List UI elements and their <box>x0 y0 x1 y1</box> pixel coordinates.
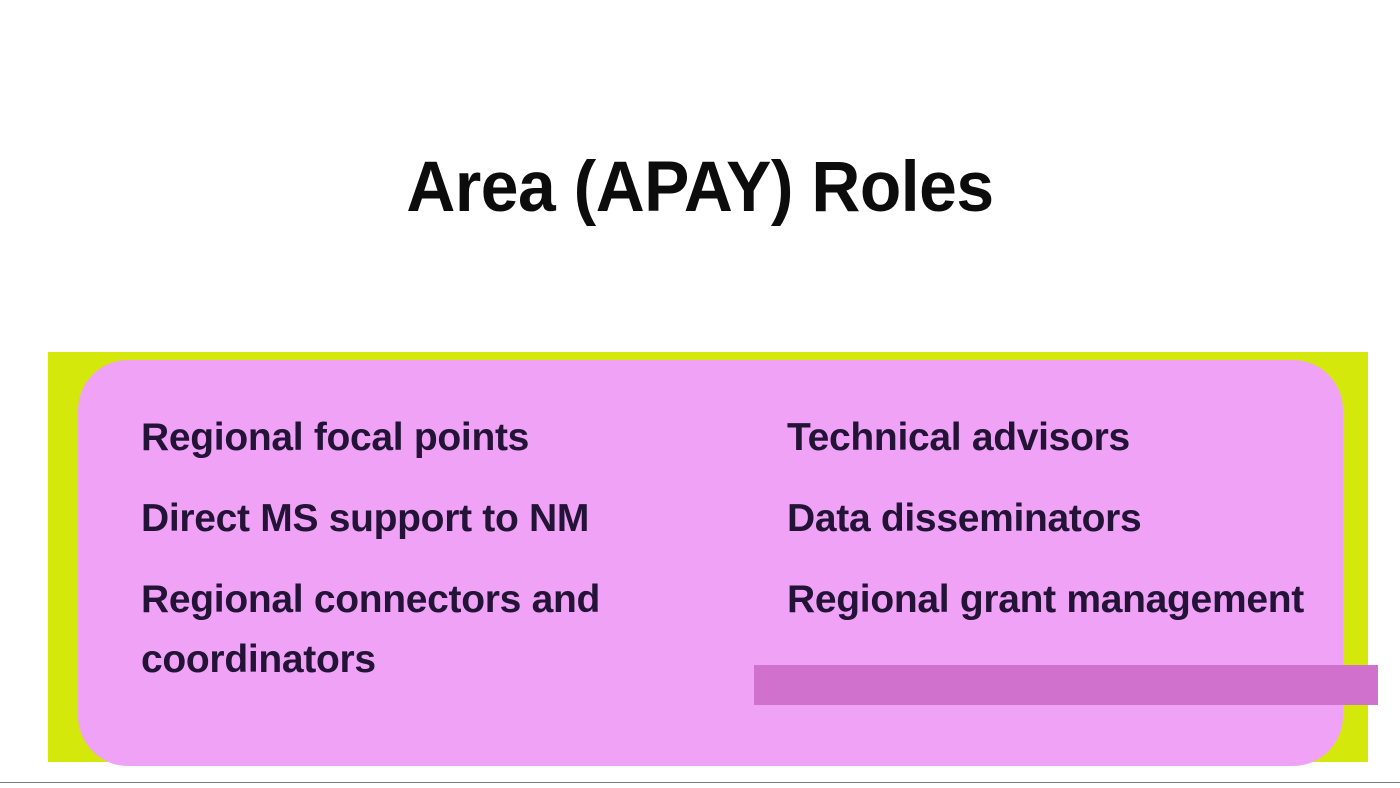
list-item: Regional focal points <box>141 416 530 459</box>
highlight-bar <box>754 665 1378 705</box>
list-item: Regional connectors and coordinators <box>141 578 601 681</box>
bottom-divider <box>0 782 1400 783</box>
list-item: Technical advisors <box>787 416 1130 459</box>
roles-column-left: Regional focal points Direct MS support … <box>141 408 721 690</box>
list-item: Data disseminators <box>787 497 1142 540</box>
page-title: Area (APAY) Roles <box>406 147 994 227</box>
roles-column-right: Technical advisors Data disseminators Re… <box>787 408 1347 630</box>
list-item: Regional grant management <box>787 578 1304 621</box>
list-item: Direct MS support to NM <box>141 497 590 540</box>
